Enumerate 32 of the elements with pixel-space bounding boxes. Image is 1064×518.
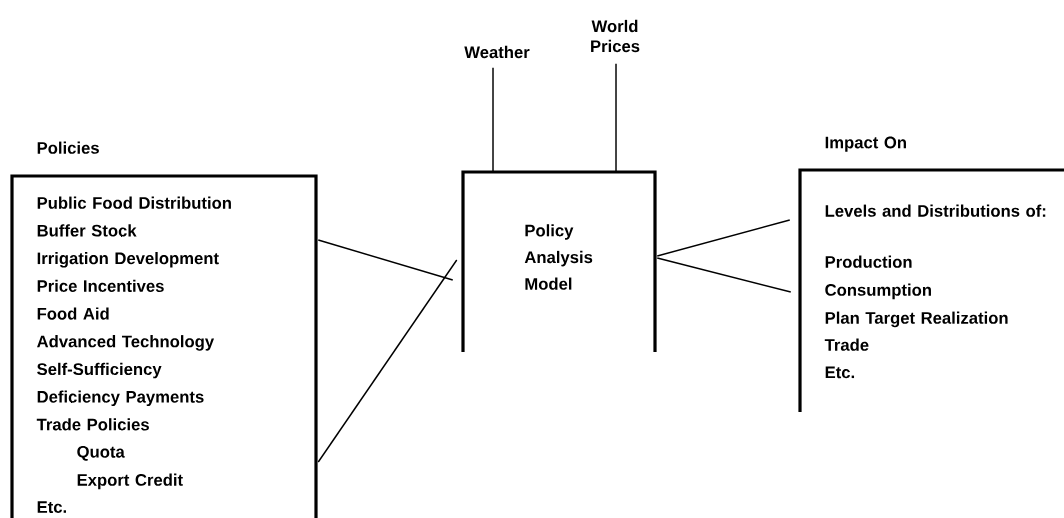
input-label: World Prices — [591, 19, 640, 53]
list-item: Consumption — [825, 283, 931, 300]
connector-line — [317, 239, 454, 281]
list-item: Plan Target Realization — [825, 311, 1008, 328]
connector-line — [656, 219, 791, 257]
connector-line — [656, 257, 792, 293]
list-item: Quota — [77, 445, 125, 461]
list-item: Export Credit — [77, 473, 183, 490]
list-item: Levels and Distributions of: — [825, 204, 1046, 217]
list-item: Deficiency Payments — [37, 390, 204, 407]
connector-line — [615, 63, 617, 173]
open-box — [461, 170, 657, 352]
connector-line — [492, 67, 494, 173]
open-box — [798, 136, 1064, 412]
list-item: Irrigation Development — [37, 252, 219, 268]
open-box — [10, 141, 318, 518]
box-heading: Impact On — [825, 136, 906, 152]
list-item: Food Aid — [37, 307, 109, 320]
list-item: Price Incentives — [37, 279, 164, 292]
list-item: Advanced Technology — [37, 335, 215, 351]
list-item: Public Food Distribution — [37, 196, 231, 209]
list-item: Trade Policies — [36, 418, 149, 431]
list-item: Etc. — [825, 366, 855, 379]
box-label: Policy Analysis Model — [524, 224, 593, 290]
list-item: Buffer Stock — [37, 224, 137, 237]
list-item: Self-Sufficiency — [37, 362, 162, 379]
connector-line — [317, 259, 458, 463]
input-label: Weather — [464, 45, 530, 59]
box-heading: Policies — [37, 141, 99, 154]
list-item: Trade — [824, 338, 869, 351]
list-item: Production — [825, 255, 912, 268]
list-item: Etc. — [37, 501, 67, 513]
